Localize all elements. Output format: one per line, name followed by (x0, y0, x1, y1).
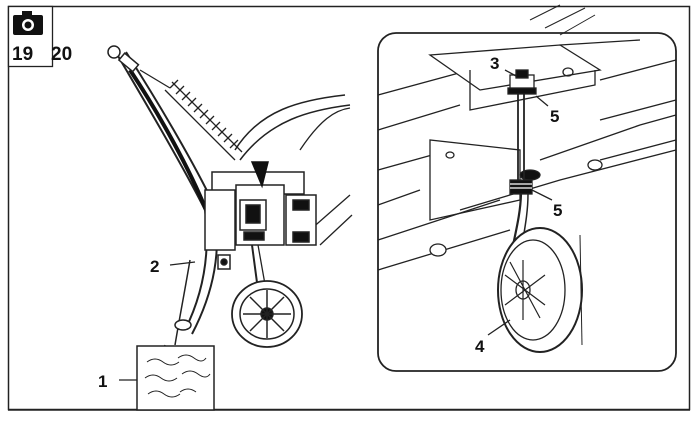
camera-icon (7, 5, 54, 68)
callout-2: 2 (150, 257, 159, 276)
tiller-illustration (107, 45, 353, 361)
callout-4: 4 (475, 337, 485, 356)
figure-number-20: 20 (51, 44, 72, 65)
spring (164, 79, 243, 161)
callout-5-bottom: 5 (553, 201, 562, 220)
bag-illustration (136, 345, 215, 411)
detail-inset (377, 4, 677, 372)
handle-bar-outer (117, 55, 208, 331)
callout-3: 3 (490, 54, 499, 73)
figure-number-19: 19 (12, 44, 33, 65)
callout-5-top: 5 (550, 107, 559, 126)
texture-lines (529, 4, 596, 36)
callout-1: 1 (98, 372, 107, 391)
